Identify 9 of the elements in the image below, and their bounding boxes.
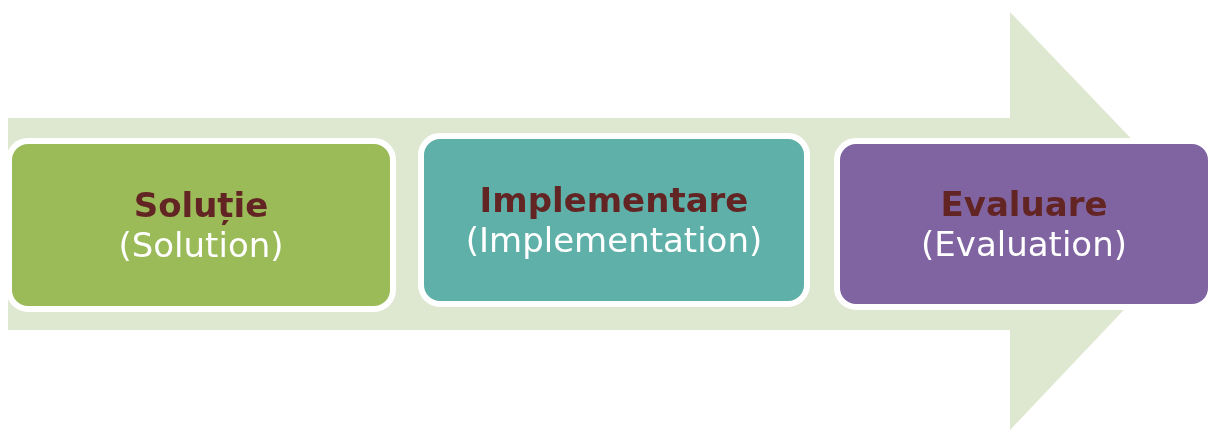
- step-subtitle: (Implementation): [465, 220, 763, 260]
- step-title: Implementare: [479, 180, 749, 220]
- step-title: Soluție: [133, 185, 269, 225]
- step-title: Evaluare: [940, 184, 1108, 224]
- step-subtitle: (Solution): [118, 225, 284, 265]
- process-box: [834, 138, 1209, 310]
- process-box: [418, 133, 810, 307]
- step-subtitle: (Evaluation): [921, 224, 1127, 264]
- process-box: [6, 138, 396, 312]
